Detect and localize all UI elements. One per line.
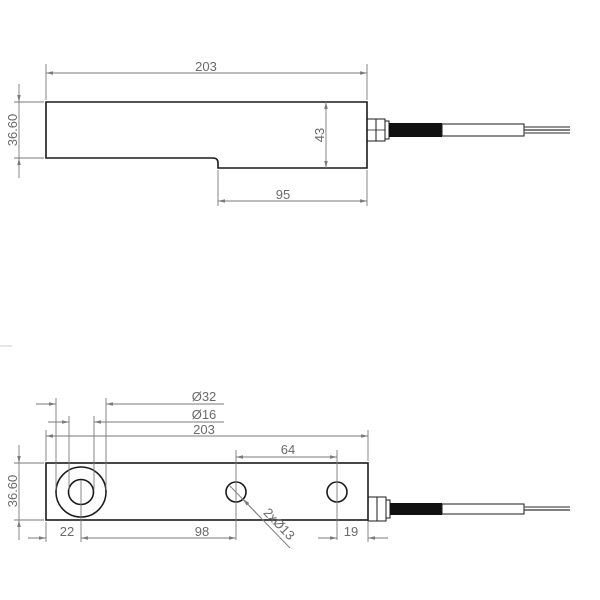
cable-connector-top (367, 496, 391, 522)
cable-connector-side (366, 118, 390, 142)
cable-side (389, 123, 570, 137)
side-view: 203 36.60 43 95 (5, 59, 570, 206)
side-height-dimension: 36.60 (5, 114, 20, 147)
top-view: Ø32 Ø16 203 64 36.60 22 98 (5, 389, 570, 549)
side-full-height-dimension: 43 (312, 128, 327, 142)
inner-bore-dimension: Ø16 (192, 407, 217, 422)
side-step-length-dimension: 95 (276, 187, 290, 202)
top-height-dimension: 36.60 (5, 475, 20, 508)
bore-offset-dimension: 22 (60, 524, 74, 539)
cable-top (390, 503, 570, 515)
outer-bore-dimension: Ø32 (192, 389, 217, 404)
end-offset-dimension: 19 (344, 524, 358, 539)
load-cell-body-side (45, 101, 368, 169)
hole-spacing-dimension: 64 (281, 442, 295, 457)
hole-offset-dimension: 98 (195, 524, 209, 539)
top-length-dimension: 203 (193, 422, 215, 437)
side-length-dimension: 203 (195, 59, 217, 74)
load-cell-body-top (45, 462, 369, 521)
